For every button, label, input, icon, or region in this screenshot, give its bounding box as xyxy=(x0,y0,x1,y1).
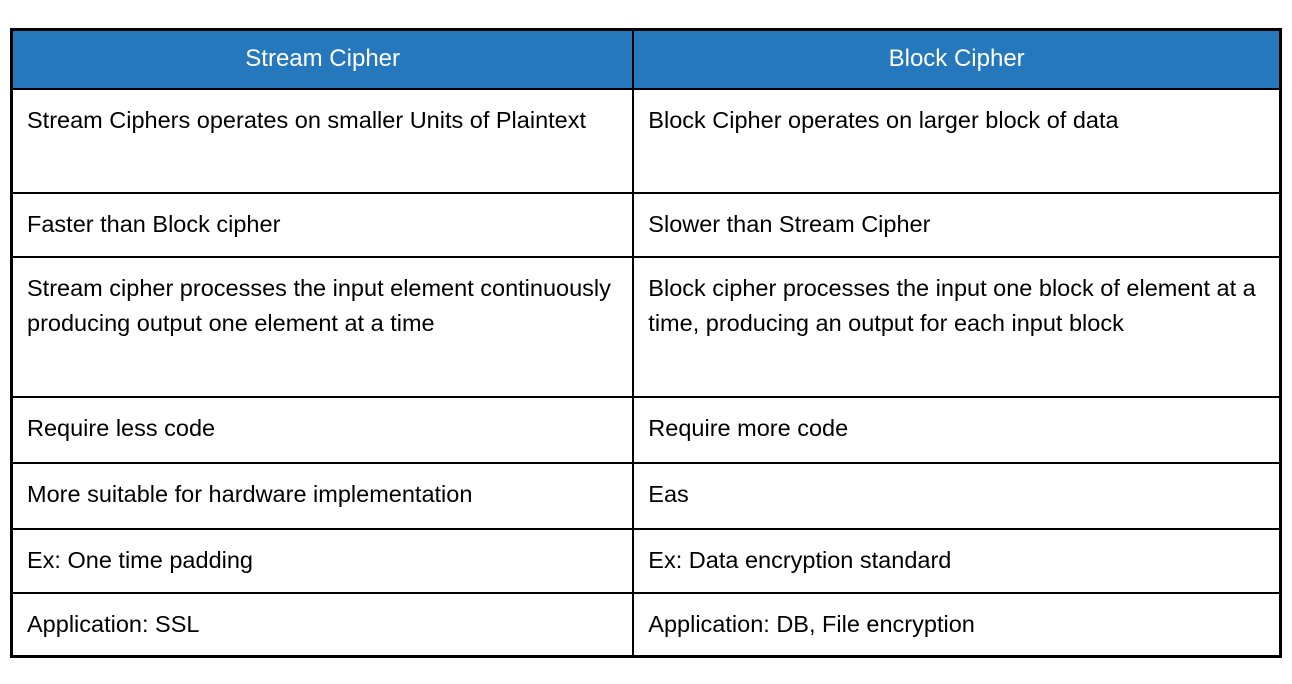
stream-cipher-cell: Application: SSL xyxy=(10,591,635,658)
block-cipher-cell: Application: DB, File encryption xyxy=(632,591,1282,658)
stream-cipher-header: Stream Cipher xyxy=(10,28,635,90)
stream-cipher-cell: Stream Ciphers operates on smaller Units… xyxy=(10,87,635,194)
table-row: Stream Ciphers operates on smaller Units… xyxy=(10,87,1282,194)
table-row: Ex: One time padding Ex: Data encryption… xyxy=(10,527,1282,594)
table-row: Require less code Require more code xyxy=(10,395,1282,464)
table-row: More suitable for hardware implementatio… xyxy=(10,461,1282,530)
stream-cipher-cell: Require less code xyxy=(10,395,635,464)
stream-cipher-cell: Faster than Block cipher xyxy=(10,191,635,258)
table-row: Stream cipher processes the input elemen… xyxy=(10,255,1282,398)
stream-cipher-cell: Ex: One time padding xyxy=(10,527,635,594)
table-row: Application: SSL Application: DB, File e… xyxy=(10,591,1282,658)
block-cipher-cell: Block Cipher operates on larger block of… xyxy=(632,87,1282,194)
block-cipher-cell: Require more code xyxy=(632,395,1282,464)
stream-cipher-cell: More suitable for hardware implementatio… xyxy=(10,461,635,530)
header-row: Stream Cipher Block Cipher xyxy=(10,28,1282,90)
block-cipher-header: Block Cipher xyxy=(632,28,1282,90)
stream-cipher-cell: Stream cipher processes the input elemen… xyxy=(10,255,635,398)
block-cipher-cell: Block cipher processes the input one blo… xyxy=(632,255,1282,398)
block-cipher-cell: Ex: Data encryption standard xyxy=(632,527,1282,594)
block-cipher-cell: Slower than Stream Cipher xyxy=(632,191,1282,258)
cipher-comparison-table: Stream Cipher Block Cipher Stream Cipher… xyxy=(10,28,1282,658)
table-row: Faster than Block cipher Slower than Str… xyxy=(10,191,1282,258)
block-cipher-cell: Eas xyxy=(632,461,1282,530)
